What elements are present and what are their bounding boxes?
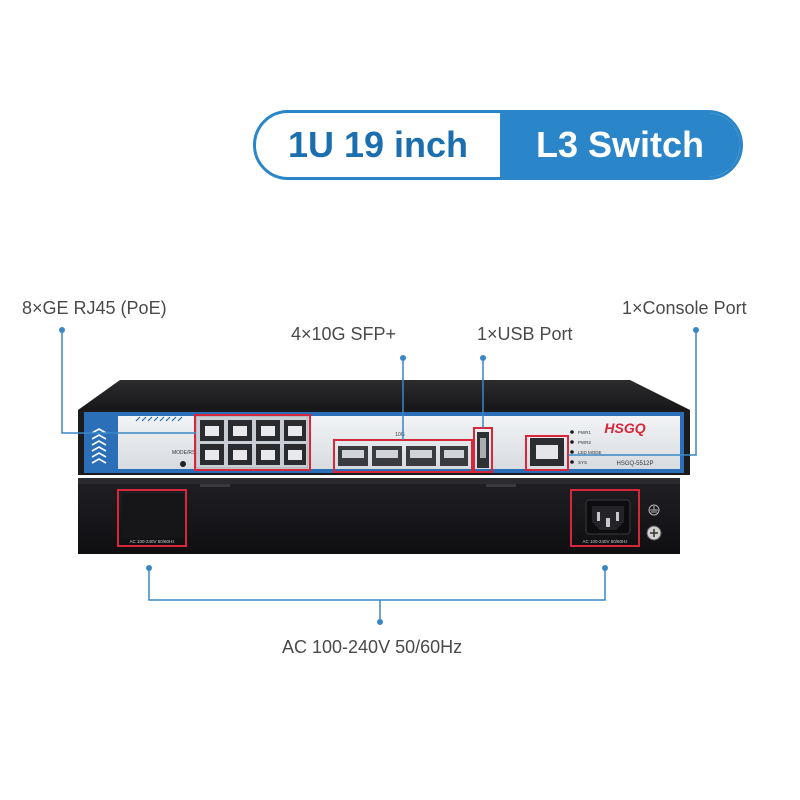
mode-reset-button[interactable] — [180, 461, 186, 467]
model-label: HSGQ-5512P — [616, 461, 653, 467]
mode-reset-label: MODE/RST — [172, 450, 198, 456]
ground-symbol-icon — [648, 504, 660, 516]
chevron-decoration-icon — [91, 428, 107, 464]
power-label-left: AC 100-240V 50/60Hz — [129, 539, 175, 544]
power-inlet-icon — [585, 499, 631, 535]
rj45-ports — [195, 415, 309, 469]
power-label-right: AC 100-240V 50/60Hz — [582, 539, 628, 544]
title-pill: 1U 19 inch L3 Switch — [253, 110, 743, 180]
callout-console: 1×Console Port — [622, 298, 747, 318]
sfp-header-label: 10G — [395, 432, 405, 438]
led-label-sys: SYS — [578, 460, 587, 465]
power-highlight-left — [117, 489, 187, 547]
power-module-left — [122, 494, 184, 538]
callout-power: AC 100-240V 50/60Hz — [282, 637, 463, 657]
callout-lines — [59, 327, 699, 625]
sfp-ports — [338, 446, 468, 466]
callout-sfp: 4×10G SFP+ — [291, 324, 397, 344]
status-leds — [570, 430, 574, 464]
led-label-mode: LED MODE — [578, 450, 602, 455]
callout-rj45: 8×GE RJ45 (PoE) — [22, 298, 167, 318]
title-right: L3 Switch — [500, 113, 740, 177]
power-highlight-right — [570, 489, 640, 547]
ground-screw-icon — [646, 525, 662, 541]
rj45-highlight — [194, 414, 311, 471]
callout-usb: 1×USB Port — [477, 324, 573, 344]
usb-port — [477, 432, 489, 468]
switch-top-cover — [78, 380, 690, 410]
console-highlight — [525, 435, 569, 471]
title-left: 1U 19 inch — [287, 124, 469, 165]
brand-logo: HSGQ — [604, 420, 645, 436]
led-label-pwr1: PWR1 — [578, 430, 591, 435]
console-port — [530, 438, 564, 466]
led-label-pwr2: PWR2 — [578, 440, 591, 445]
